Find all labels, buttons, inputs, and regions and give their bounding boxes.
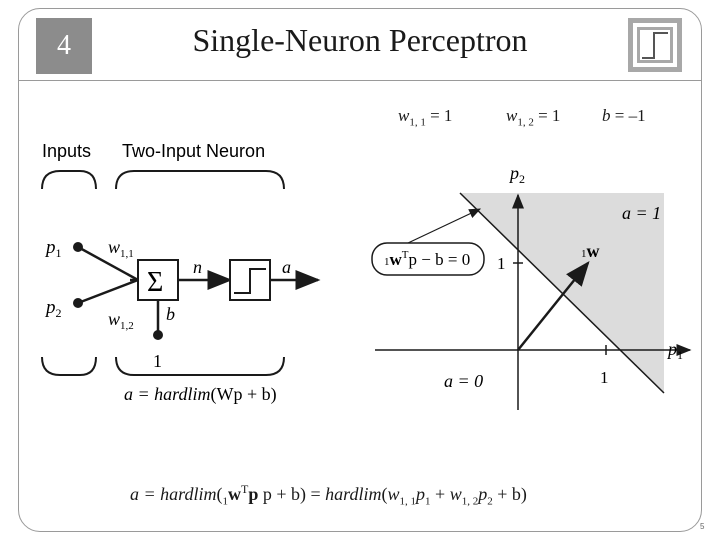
inputs-label: Inputs [42, 141, 91, 161]
neuron-bracket-bottom [115, 356, 285, 376]
param-w11: w1, 1 = 1 [398, 106, 453, 129]
boundary-callout [371, 242, 485, 276]
region-a1-label: a = 1 [622, 203, 661, 223]
slide-frame [18, 8, 702, 532]
network-formula: a = hardlim(Wp + b) [124, 384, 277, 405]
decision-boundary [459, 192, 665, 394]
sum-symbol: Σ [147, 267, 163, 298]
b-label: b [166, 304, 175, 324]
a-label: a [282, 257, 291, 277]
region-a0-label: a = 0 [444, 371, 483, 391]
inputs-bracket-top [41, 170, 97, 190]
slide-number-badge: 4 [36, 18, 92, 74]
p1-axis-label: p1 [666, 339, 683, 362]
network-diagram: Inputs Two-Input Neuron p1 p2 w1,1 w1,2 … [41, 141, 321, 405]
boundary-equation: 1wTp − b = 0 [384, 249, 470, 269]
weight-vector-label: 1w [581, 241, 600, 261]
neuron-label: Two-Input Neuron [122, 141, 265, 161]
bottom-equation: a = hardlim(1wTp p + b) = hardlim(w1, 1p… [130, 482, 527, 508]
weight-vector [517, 261, 590, 351]
slide-number: 4 [57, 30, 71, 61]
n-label: n [193, 257, 202, 277]
p1-label: p1 [44, 237, 62, 260]
tick-y-label: 1 [497, 254, 506, 273]
w12-label: w1,2 [108, 309, 134, 332]
tick-x-label: 1 [600, 368, 609, 387]
logo-icon [628, 18, 682, 72]
neuron-bracket-top [115, 170, 285, 190]
page-number: 5 [700, 522, 705, 531]
slide-title: Single-Neuron Perceptron [192, 22, 528, 58]
p2-axis-label: p2 [508, 163, 525, 186]
param-w12: w1, 2 = 1 [506, 106, 561, 129]
param-b: b = –1 [602, 106, 646, 125]
inputs-bracket-bottom [41, 356, 97, 376]
title-divider [18, 80, 702, 81]
bias-input-label: 1 [153, 351, 162, 371]
decision-plot: 1 1 1w p2 p1 a = 1 a = 0 1wTp − b = 0 [371, 163, 692, 410]
bias-node [153, 330, 163, 340]
p2-label: p2 [44, 297, 62, 320]
w11-label: w1,1 [108, 237, 134, 260]
